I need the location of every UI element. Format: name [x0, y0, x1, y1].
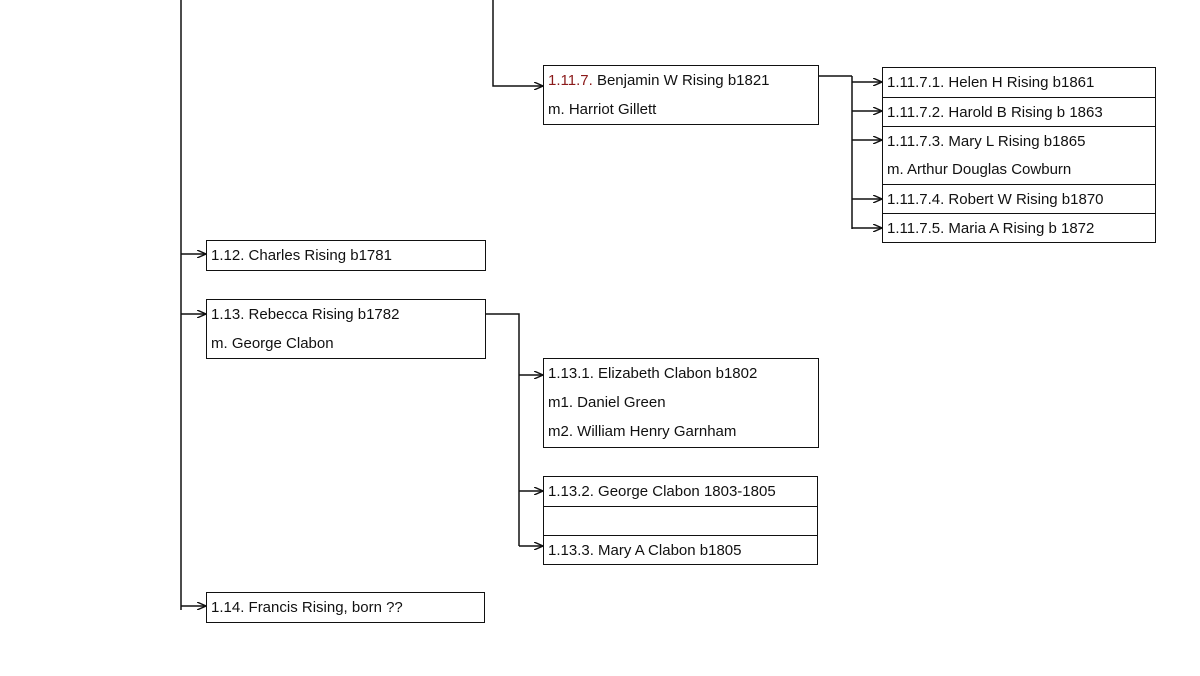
node-1-11-7-3: 1.11.7.3. Mary L Rising b1865	[883, 126, 1155, 155]
node-1-13: 1.13. Rebecca Rising b1782 m. George Cla…	[206, 299, 486, 359]
node-1-11-7: 1.11.7. Benjamin W Rising b1821 m. Harri…	[543, 65, 819, 125]
node-1-12-text: 1.12. Charles Rising b1781	[211, 247, 392, 264]
node-1-11-7-1: 1.11.7.1. Helen H Rising b1861	[887, 74, 1095, 91]
node-number: 1.11.7.	[548, 72, 593, 89]
node-1-13-1-spouse1: m1. Daniel Green	[548, 394, 666, 411]
node-1-13-text: 1.13. Rebecca Rising b1782	[211, 306, 400, 323]
node-1-11-7-spouse: m. Harriot Gillett	[548, 101, 657, 118]
node-1-13-spouse: m. George Clabon	[211, 335, 334, 352]
node-1-14: 1.14. Francis Rising, born ??	[206, 592, 485, 623]
node-1-13-2-blank	[544, 506, 817, 535]
node-1-14-text: 1.14. Francis Rising, born ??	[211, 599, 403, 616]
node-1-13-2-and-3: 1.13.2. George Clabon 1803-1805 1.13.3. …	[543, 476, 818, 565]
branch-to-1-11-7	[492, 0, 543, 86]
node-1-13-1: 1.13.1. Elizabeth Clabon b1802 m1. Danie…	[543, 358, 819, 448]
node-1-13-1-text: 1.13.1. Elizabeth Clabon b1802	[548, 365, 758, 382]
node-1-11-7-4: 1.11.7.4. Robert W Rising b1870	[883, 184, 1155, 213]
node-1-11-7-3-spouse: m. Arthur Douglas Cowburn	[887, 161, 1072, 178]
node-1-13-2: 1.13.2. George Clabon 1803-1805	[548, 483, 776, 500]
node-1-11-7-1-to-5: 1.11.7.1. Helen H Rising b1861 1.11.7.2.…	[882, 67, 1156, 243]
node-1-13-3: 1.13.3. Mary A Clabon b1805	[544, 535, 817, 564]
node-1-13-1-spouse2: m2. William Henry Garnham	[548, 423, 737, 440]
node-1-12: 1.12. Charles Rising b1781	[206, 240, 486, 271]
node-1-11-7-2: 1.11.7.2. Harold B Rising b 1863	[883, 97, 1155, 126]
bracket-1-13-out	[486, 313, 520, 546]
node-1-11-7-name-row: 1.11.7. Benjamin W Rising b1821	[544, 66, 818, 95]
node-name: Benjamin W Rising b1821	[596, 72, 770, 89]
node-1-11-7-5: 1.11.7.5. Maria A Rising b 1872	[883, 213, 1155, 242]
